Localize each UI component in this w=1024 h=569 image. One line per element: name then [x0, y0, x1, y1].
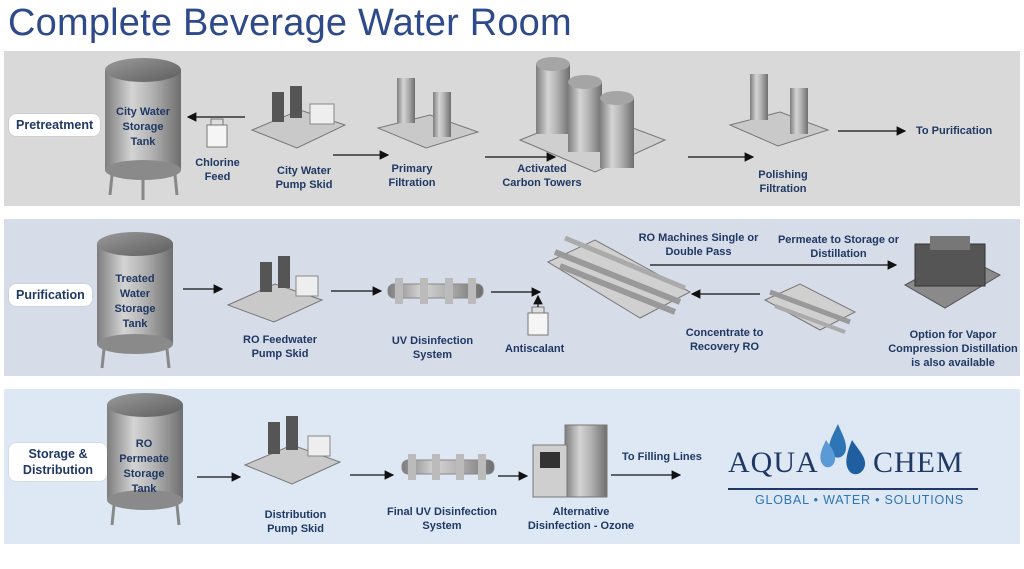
logo-chem: CHEM [873, 446, 964, 479]
city-water-tank-label: City Water Storage Tank [116, 106, 170, 148]
vapor-distillation-icon [903, 236, 1002, 309]
purification-label: Purification [9, 284, 92, 306]
polishing-filtration-icon [728, 74, 830, 147]
antiscalant-icon [527, 306, 549, 336]
uv-disinfection-icon [387, 278, 484, 304]
logo-rule [728, 488, 978, 490]
ro-machines-label: RO Machines Single or Double Pass [638, 232, 759, 258]
uv-disinfection-label: UV Disinfection System [391, 335, 474, 361]
ro-permeate-tank-icon [107, 393, 183, 526]
city-water-pump-skid-icon [250, 86, 347, 149]
primary-filtration-label: Primary Filtration [388, 163, 436, 189]
ro-feedwater-pump-label: RO Feedwater Pump Skid [243, 334, 317, 360]
treated-water-tank-label: Treated Water Storage Tank [114, 273, 156, 330]
chlorine-feed-icon [206, 118, 228, 148]
pretreatment-label: Pretreatment [9, 114, 101, 136]
city-water-tank-icon [105, 58, 181, 200]
logo-tagline: GLOBAL • WATER • SOLUTIONS [755, 493, 964, 507]
final-uv-disinfection-icon [401, 454, 495, 480]
city-water-pump-label: City Water Pump Skid [275, 165, 333, 191]
purification-band [4, 219, 1020, 376]
storage-distribution-label: Storage & Distribution [9, 443, 107, 481]
carbon-towers-icon [518, 57, 667, 173]
chlorine-feed-label: Chlorine Feed [195, 157, 240, 183]
permeate-label: Permeate to Storage or Distillation [777, 234, 900, 260]
ro-machines-icon [546, 235, 692, 319]
antiscalant-label: Antiscalant [505, 343, 565, 355]
primary-filtration-icon [376, 78, 480, 149]
ro-feedwater-pump-skid-icon [226, 256, 324, 323]
treated-water-tank-icon [97, 232, 173, 369]
to-purification-label: To Purification [916, 125, 993, 137]
to-filling-lines-label: To Filling Lines [622, 451, 702, 463]
concentrate-label: Concentrate to Recovery RO [685, 327, 764, 353]
water-drop-logo-icon [820, 424, 866, 475]
ro-permeate-tank-label: RO Permeate Storage Tank [119, 438, 169, 495]
logo-aqua: AQUA [728, 446, 819, 479]
distribution-pump-label: Distribution Pump Skid [264, 509, 327, 535]
ozone-system-icon [532, 424, 608, 498]
carbon-towers-label: Activated Carbon Towers [502, 163, 582, 189]
page-title: Complete Beverage Water Room [8, 2, 572, 44]
distribution-pump-skid-icon [243, 416, 342, 485]
vapor-distillation-label: Option for Vapor Compression Distillatio… [888, 329, 1018, 369]
final-uv-label: Final UV Disinfection System [387, 506, 498, 532]
recovery-ro-icon [763, 283, 857, 334]
polishing-filtration-label: Polishing Filtration [758, 169, 808, 195]
ozone-label: Alternative Disinfection - Ozone [527, 506, 635, 532]
